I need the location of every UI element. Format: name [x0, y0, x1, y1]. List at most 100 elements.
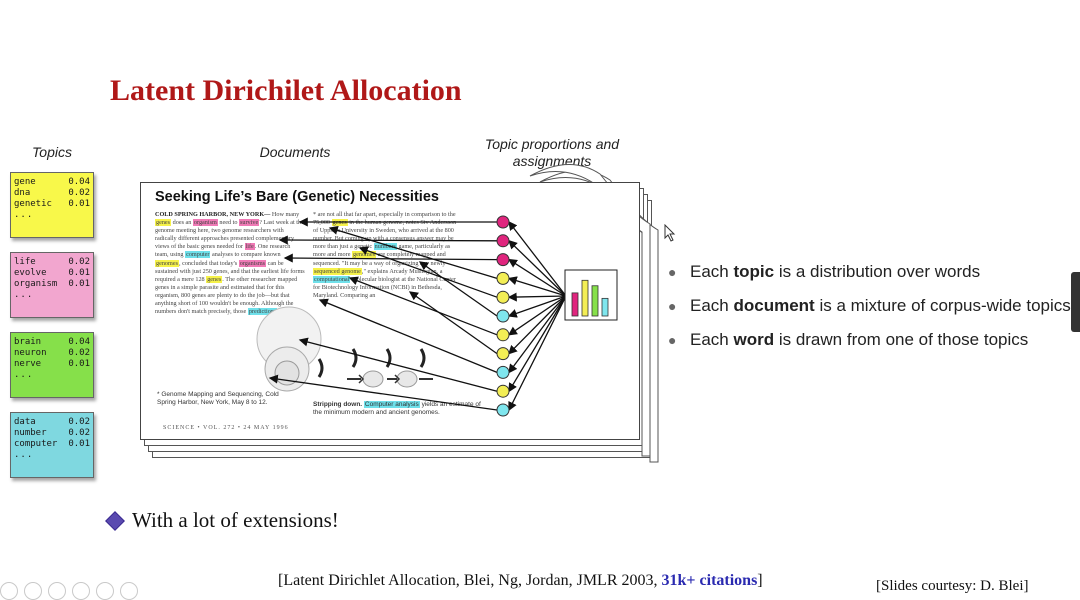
bullet-dot: ●: [668, 332, 677, 348]
bullet-topic: ● Each topic is a distribution over word…: [668, 262, 981, 281]
word-arrow: [328, 225, 498, 280]
hub-arrow: [508, 295, 567, 355]
topic-word-row: brain 0.04: [14, 337, 90, 348]
topic-word-prob: 0.02: [68, 257, 90, 267]
topic-word-prob: 0.01: [68, 199, 90, 209]
hub-arrow: [507, 292, 567, 302]
hub-arrow: [508, 239, 567, 297]
topic-word: data: [14, 417, 36, 427]
extensions-text: With a lot of extensions!: [132, 508, 339, 532]
word-arrow: [298, 337, 498, 392]
topic-word-prob: 0.01: [68, 279, 90, 289]
topic-word-prob: 0.02: [68, 188, 90, 198]
document-footnote: * Genome Mapping and Sequencing, Cold Sp…: [157, 391, 279, 406]
pen-icon[interactable]: [48, 582, 66, 600]
caption-highlight: Computer analysis: [363, 401, 420, 408]
hub-arrow: [508, 220, 567, 297]
topic-word-prob: 0.04: [68, 337, 90, 347]
assignment-arrows: [268, 217, 567, 412]
hub-arrow: [508, 295, 567, 393]
topic-more: ...: [14, 210, 34, 220]
topic-dot: [496, 384, 510, 398]
topic-more: ...: [14, 370, 34, 380]
topic-dot: [496, 403, 510, 417]
topic-dot: [496, 328, 510, 342]
topic-dot: [496, 271, 510, 285]
caption-bold: Stripping down.: [313, 401, 363, 408]
hub-arrow: [507, 276, 567, 297]
topic-word-prob: 0.01: [68, 268, 90, 278]
topic-word-row: dna 0.02: [14, 188, 90, 199]
mouse-cursor-icon: [664, 224, 676, 242]
topic-word-row: life 0.02: [14, 257, 90, 268]
topic-word-prob: 0.02: [68, 348, 90, 358]
histogram-bar: [581, 279, 589, 317]
word-arrow: [278, 235, 498, 245]
topic-word-prob: 0.01: [68, 359, 90, 369]
word-arrow: [418, 261, 498, 317]
slides-grid-icon[interactable]: [72, 582, 90, 600]
topic-more: ...: [14, 290, 34, 300]
document-headline: Seeking Life’s Bare (Genetic) Necessitie…: [155, 189, 439, 205]
topic-word: computer: [14, 439, 58, 449]
topic-word-row: data 0.02: [14, 417, 90, 428]
proportion-histogram: [564, 269, 618, 321]
histogram-bar: [571, 292, 579, 317]
topic-dot: [496, 215, 510, 229]
bullet-dot: ●: [668, 264, 677, 280]
topic-dot: [496, 253, 510, 267]
word-arrow: [268, 374, 498, 411]
document-text-left: COLD SPRING HARBOR, NEW YORK— How many g…: [155, 211, 305, 316]
topic-word: nerve: [14, 359, 42, 369]
topic-word: evolve: [14, 268, 47, 278]
side-panel-handle[interactable]: [1071, 272, 1080, 332]
document-footer: SCIENCE • VOL. 272 • 24 MAY 1996: [163, 425, 289, 431]
topic-word: organism: [14, 279, 58, 289]
document-dateline: COLD SPRING HARBOR, NEW YORK—: [155, 211, 271, 218]
topic-note: life 0.02 evolve 0.01 organism 0.01...: [10, 252, 94, 318]
histogram-bar: [591, 285, 599, 317]
more-options-icon[interactable]: [120, 582, 138, 600]
slide-title: Latent Dirichilet Allocation: [110, 74, 462, 107]
topic-dot: [496, 365, 510, 379]
bullet-list: ● Each topic is a distribution over word…: [668, 255, 1078, 357]
word-arrow: [348, 276, 498, 336]
topic-word: brain: [14, 337, 42, 347]
topic-more: ...: [14, 450, 34, 460]
topic-dot: [496, 347, 510, 361]
prev-slide-icon[interactable]: [0, 582, 18, 600]
bullet-dot: ●: [668, 298, 677, 314]
bullet-document: ● Each document is a mixture of corpus-w…: [668, 296, 1071, 315]
zoom-icon[interactable]: [96, 582, 114, 600]
hub-arrow: [508, 295, 567, 374]
caption-rest: yields an estimate of the minimum modern…: [313, 401, 481, 416]
topic-word-row: organism 0.01: [14, 279, 90, 290]
topic-dot: [496, 234, 510, 248]
word-arrow: [408, 291, 498, 355]
document-caption: Stripping down. Computer analysis yields…: [313, 401, 483, 417]
topic-word-prob: 0.02: [68, 417, 90, 427]
next-slide-icon[interactable]: [24, 582, 42, 600]
presentation-toolbar: [0, 582, 138, 600]
topic-dot: [496, 290, 510, 304]
topic-word: dna: [14, 188, 31, 198]
topic-dot: [496, 309, 510, 323]
extensions-bullet: With a lot of extensions!: [105, 508, 339, 533]
hub-arrow: [507, 258, 567, 297]
citation: [Latent Dirichlet Allocation, Blei, Ng, …: [278, 572, 763, 589]
histogram-bar: [601, 297, 609, 317]
documents-heading: Documents: [259, 144, 331, 160]
topic-word: life: [14, 257, 36, 267]
hub-arrow: [508, 295, 567, 412]
topic-word: gene: [14, 177, 36, 187]
